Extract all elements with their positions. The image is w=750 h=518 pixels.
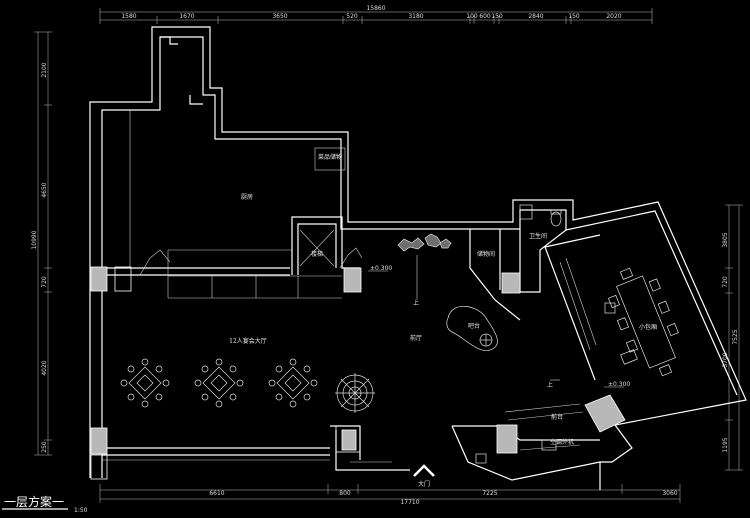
column <box>114 266 132 292</box>
right-dimension-chain: 7525 3805 720 3700 1195 <box>722 204 743 471</box>
exterior-walls <box>89 26 747 490</box>
dim-top-5: 3180 <box>408 13 423 20</box>
room-label-desk: 前台 <box>551 413 563 421</box>
stair <box>139 229 560 381</box>
dim-top-7: 600 <box>479 13 491 20</box>
dining-tables <box>120 358 318 408</box>
dim-top-9: 2840 <box>528 13 543 20</box>
desk-chair <box>475 453 487 464</box>
left-dimension-chain: 10990 2100 4650 720 4020 250 <box>31 31 52 456</box>
dining-table <box>268 358 318 408</box>
dim-bottom-total: 17710 <box>400 499 419 506</box>
dim-right-total: 7525 <box>732 329 739 344</box>
dim-left-3: 720 <box>41 276 48 288</box>
column <box>584 394 626 433</box>
column <box>90 266 108 292</box>
column <box>335 425 361 453</box>
ac-unit-box <box>541 439 557 451</box>
dim-left-total: 10990 <box>31 230 38 249</box>
dining-table <box>194 358 244 408</box>
drawing-scale: 1:50 <box>74 507 88 514</box>
dim-top-8: 150 <box>491 13 503 20</box>
stair-up-mark: 上 <box>413 299 419 307</box>
stair-up-mark: 上 <box>547 381 553 389</box>
dim-top-10: 150 <box>568 13 580 20</box>
dim-left-5: 250 <box>41 441 48 453</box>
dim-bottom-3: 7225 <box>482 490 497 497</box>
dim-top-total: 15860 <box>366 5 385 12</box>
bottom-dimension-chain: 6610 800 7225 3060 17710 <box>99 484 681 506</box>
dim-top-11: 2020 <box>606 13 621 20</box>
column <box>90 454 108 480</box>
column <box>341 429 357 451</box>
side-chair <box>620 349 638 365</box>
room-label-private-room: 小包厢 <box>639 323 657 331</box>
plant-icon <box>335 373 375 413</box>
dim-bottom-1: 6610 <box>209 490 224 497</box>
room-label-toilet: 卫生间 <box>529 232 547 240</box>
entrance-arrow-icon <box>413 464 435 477</box>
dim-bottom-4: 3060 <box>662 490 677 497</box>
room-label-ac-unit: 空调外机 <box>550 438 574 446</box>
interior-walls <box>102 110 616 481</box>
toilet-icon <box>519 204 562 227</box>
level-mark: ±0.300 <box>370 265 392 272</box>
room-label-stair: 楼梯 <box>311 250 323 258</box>
room-label-lobby: 前厅 <box>410 334 422 342</box>
level-mark: ±0.300 <box>608 381 630 388</box>
bar-counter <box>446 306 498 351</box>
dim-top-3: 3650 <box>272 13 287 20</box>
dim-top-4: 520 <box>346 13 358 20</box>
dim-top-6: 100 <box>466 13 478 20</box>
dim-right-3: 3700 <box>722 352 729 367</box>
decor-rocks <box>397 233 452 252</box>
dim-top-1: 1580 <box>121 13 136 20</box>
room-label-utility: 储物间 <box>477 250 495 258</box>
dim-bottom-2: 800 <box>339 490 351 497</box>
dining-table <box>120 358 170 408</box>
top-dimension-chain: 15860 1580 1670 3650 520 3180 100 600 15… <box>99 5 653 24</box>
dim-left-4: 4020 <box>41 360 48 375</box>
dim-right-4: 1195 <box>722 437 729 452</box>
room-label-dining-hall: 12人宴会大厅 <box>229 337 267 345</box>
drawing-title: 一层方案一 <box>4 494 64 509</box>
room-label-entrance: 大门 <box>418 480 430 488</box>
side-chair <box>604 302 616 314</box>
column <box>496 424 518 454</box>
column <box>90 427 108 455</box>
structural-columns <box>90 266 626 480</box>
dim-right-1: 3805 <box>722 232 729 247</box>
dim-left-2: 4650 <box>41 182 48 197</box>
column <box>343 267 362 293</box>
dim-top-2: 1670 <box>179 13 194 20</box>
dim-left-1: 2100 <box>41 62 48 77</box>
column <box>501 272 521 294</box>
dim-right-2: 720 <box>722 276 729 288</box>
private-room-table <box>607 267 679 377</box>
room-label-storage: 菜品储物 <box>318 153 342 161</box>
room-label-kitchen: 厨房 <box>241 193 253 201</box>
room-label-bar: 吧台 <box>468 322 480 330</box>
